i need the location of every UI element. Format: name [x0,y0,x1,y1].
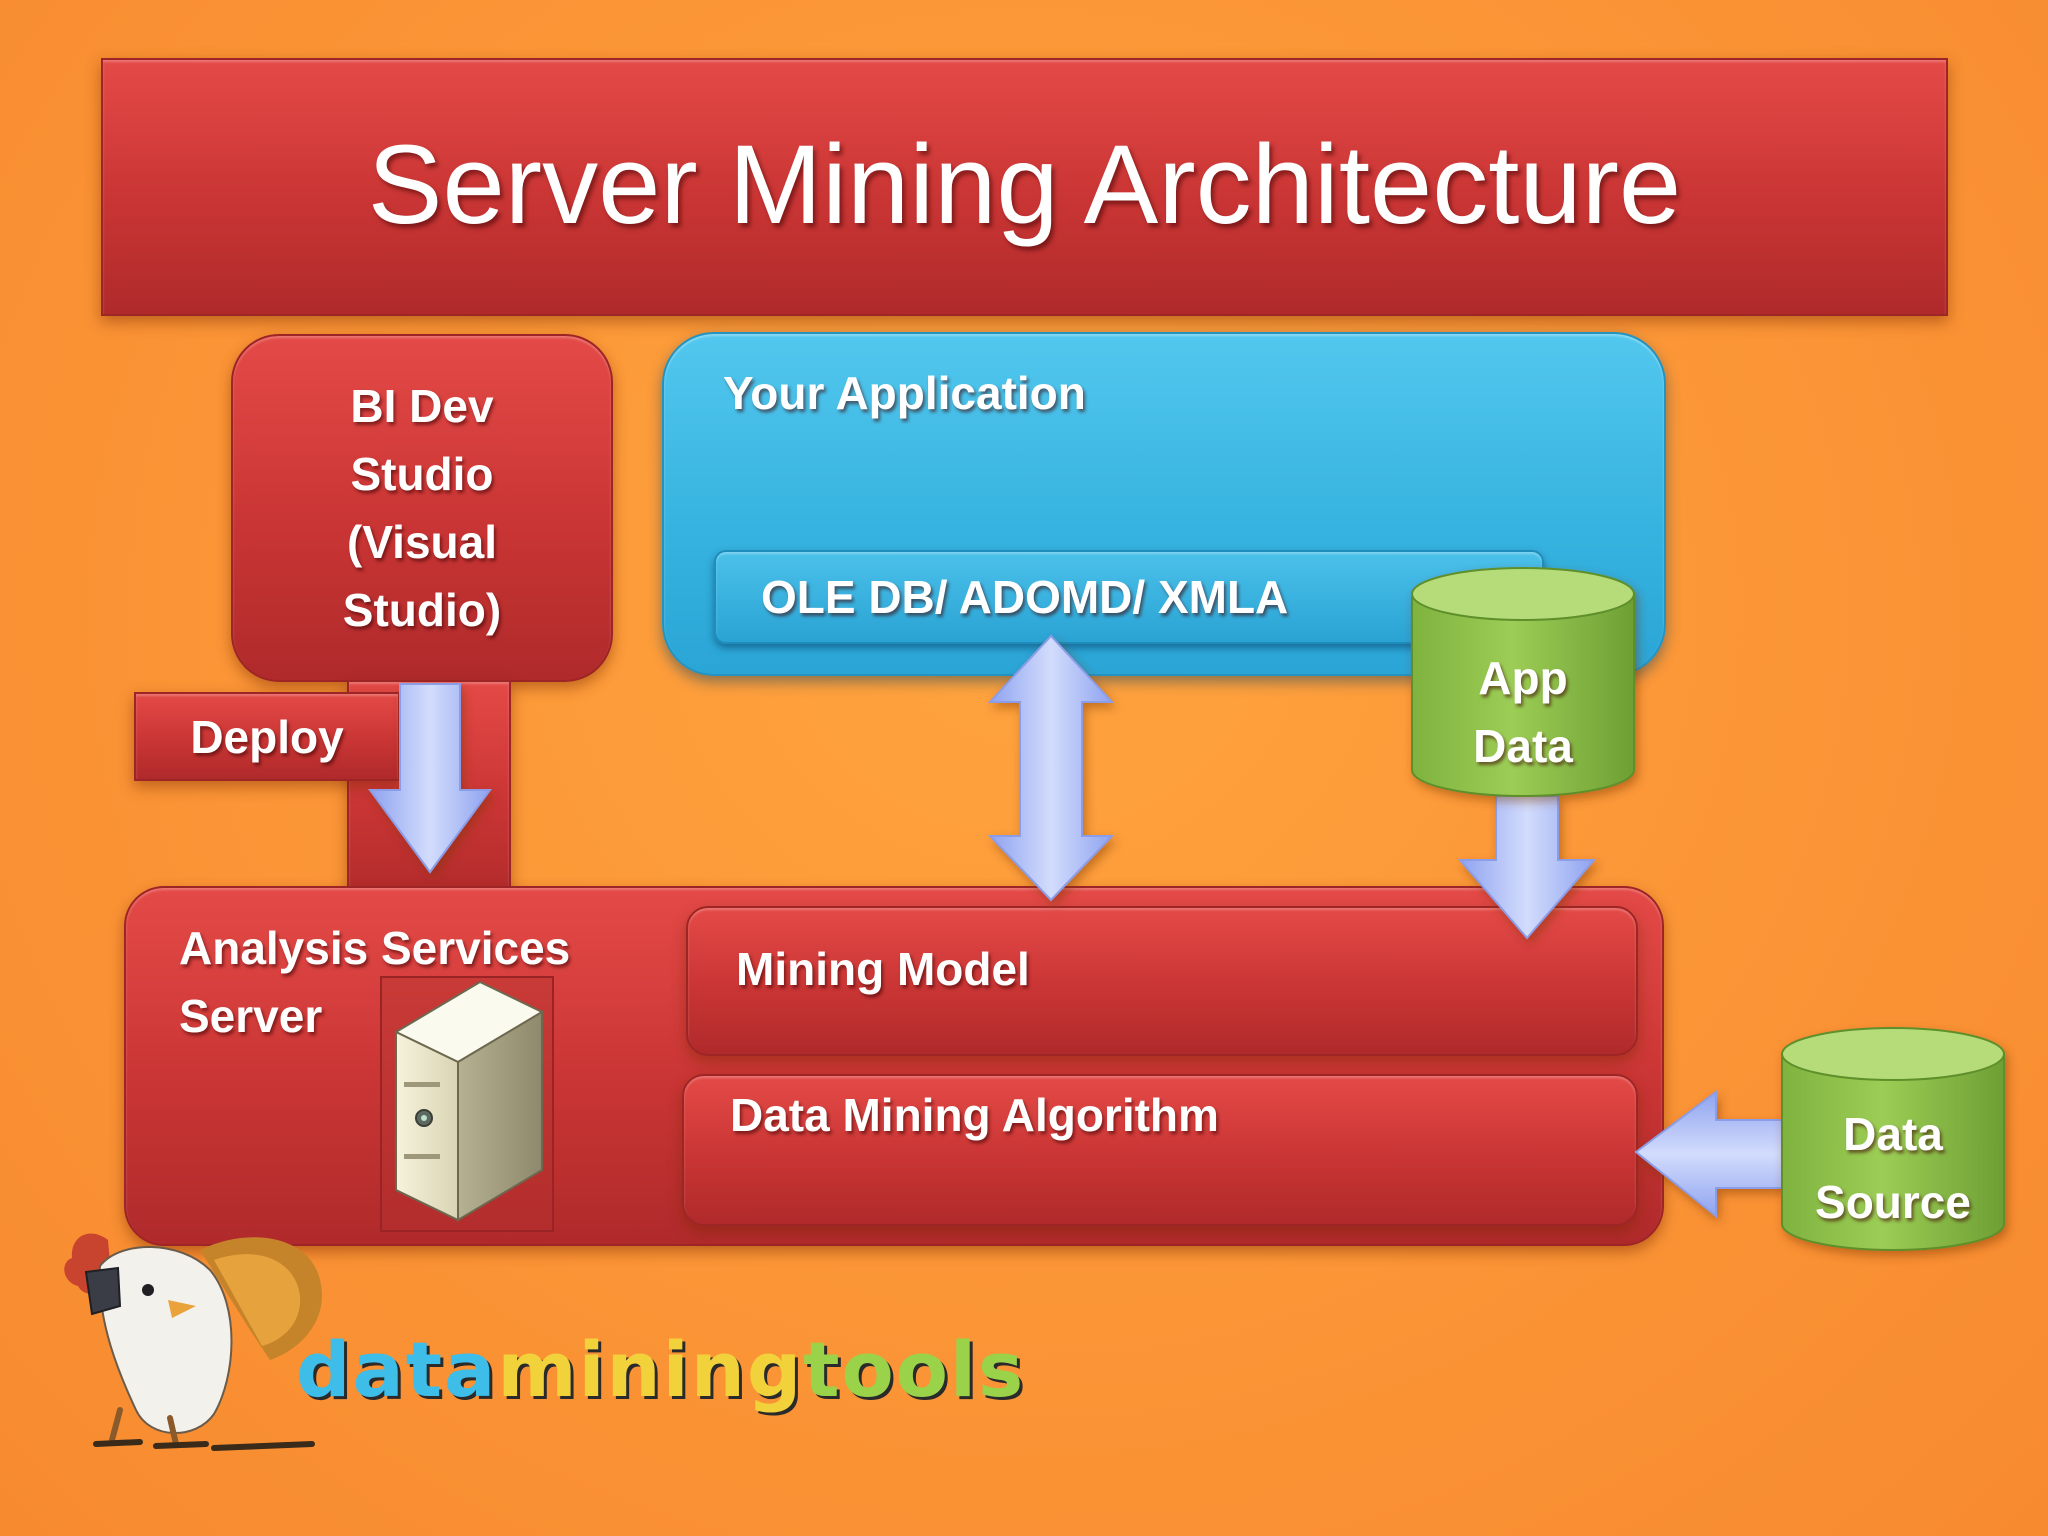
data-source-arrow [1634,1090,1787,1219]
app-data-label-wrap: App Data [1412,636,1634,786]
deploy-arrow [368,683,492,874]
interface-label: OLE DB/ ADOMD/ XMLA [761,571,1289,623]
logo-part-tools: tools [803,1325,1026,1414]
data-source-label-wrap: Data Source [1782,1096,2004,1246]
bidirectional-arrow [987,634,1115,902]
analysis-server-box: Analysis Services Server Mining Mo [124,886,1664,1246]
app-data-arrow [1457,795,1597,940]
deploy-label: Deploy [190,710,344,763]
mining-model-label: Mining Model [736,943,1030,995]
app-data-cylinder [1411,567,1635,797]
your-application-box: Your Application OLE DB/ ADOMD/ XMLA [662,332,1666,676]
title-bar: Server Mining Architecture [101,58,1948,316]
app-data-label: App Data [1473,652,1573,772]
bi-dev-studio-label: BI Dev Studio (Visual Studio) [342,380,502,636]
server-tile [380,976,554,1232]
interface-bar: OLE DB/ ADOMD/ XMLA [714,550,1544,644]
rooster-mascot-icon [64,1233,322,1451]
data-source-cylinder [1781,1027,2005,1251]
logo-wordmark: dataminingtools [296,1325,1025,1414]
data-mining-algorithm-label: Data Mining Algorithm [730,1089,1219,1141]
your-application-label: Your Application [723,367,1086,419]
logo-part-data: data [296,1325,498,1414]
slide-title: Server Mining Architecture [367,121,1682,247]
logo-part-mining: mining [497,1325,804,1414]
analysis-server-label: Analysis Services Server [179,922,571,1042]
data-mining-algorithm-box: Data Mining Algorithm [682,1074,1638,1226]
deploy-label-box: Deploy [134,692,400,781]
mining-model-box: Mining Model [686,906,1638,1056]
data-source-label: Data Source [1815,1108,1971,1228]
server-tower-icon [393,980,545,1222]
